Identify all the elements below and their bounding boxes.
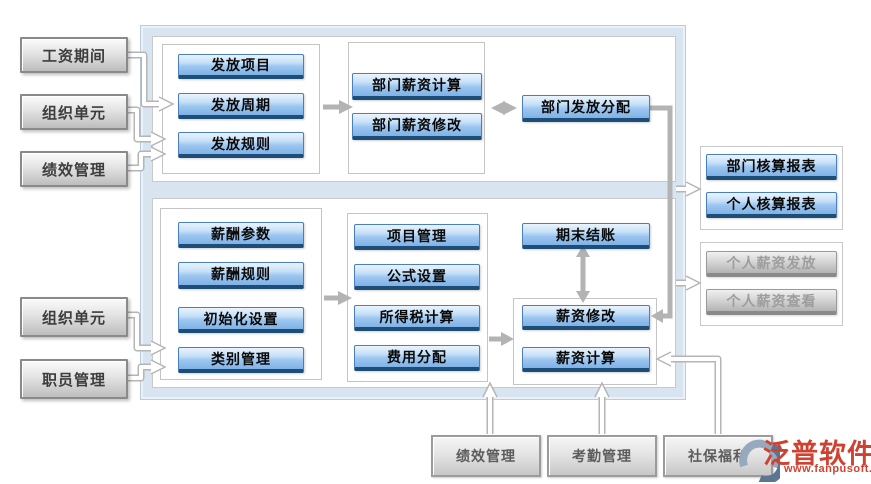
node-dept-report: 部门核算报表 <box>706 154 837 180</box>
node-salary-rule: 薪酬规则 <box>178 262 304 289</box>
node-personal-salary-issue: 个人薪资发放 <box>706 251 837 277</box>
node-staff-mgmt: 职员管理 <box>20 359 128 399</box>
node-attendance-mgmt: 考勤管理 <box>547 435 657 477</box>
node-performance-mgmt-bottom: 绩效管理 <box>431 435 541 477</box>
fanpu-swirl-icon <box>739 439 780 482</box>
node-personal-report: 个人核算报表 <box>706 192 837 218</box>
node-formula-setting: 公式设置 <box>354 264 480 290</box>
node-performance-mgmt-left: 绩效管理 <box>20 151 128 187</box>
node-salary-period: 工资期间 <box>20 37 128 73</box>
node-dept-salary-calc: 部门薪资计算 <box>352 73 482 100</box>
node-category-mgmt: 类别管理 <box>178 347 304 373</box>
node-issue-rule: 发放规则 <box>178 132 304 158</box>
brand-url: www.fanpusoft.com <box>784 463 871 475</box>
node-init-setting: 初始化设置 <box>178 307 304 333</box>
node-dept-salary-modify: 部门薪资修改 <box>352 113 482 140</box>
node-income-tax-calc: 所得税计算 <box>354 305 480 331</box>
node-org-unit-2: 组织单元 <box>20 297 128 337</box>
node-period-closing: 期末结账 <box>522 223 650 249</box>
node-salary-calc: 薪资计算 <box>522 347 650 372</box>
node-salary-param: 薪酬参数 <box>178 222 304 248</box>
node-org-unit-1: 组织单元 <box>20 94 128 130</box>
dept-salary-group <box>348 42 485 174</box>
node-expense-alloc: 费用分配 <box>354 345 480 371</box>
node-personal-salary-view: 个人薪资查看 <box>706 289 837 315</box>
node-salary-modify: 薪资修改 <box>522 305 650 330</box>
fanpu-logo: 泛普软件 www.fanpusoft.com <box>736 430 871 482</box>
brand-name: 泛普软件 <box>763 439 871 469</box>
node-dept-dispatch: 部门发放分配 <box>522 95 650 122</box>
node-issue-cycle: 发放周期 <box>178 93 304 119</box>
node-issue-item: 发放项目 <box>178 54 304 79</box>
node-project-mgmt: 项目管理 <box>354 224 480 250</box>
